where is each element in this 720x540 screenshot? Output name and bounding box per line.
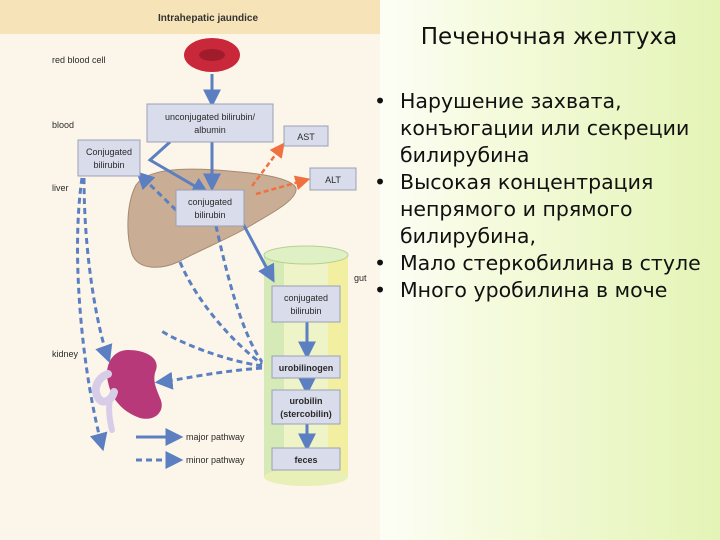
conjugated-bilirubin-gut-box: conjugated bilirubin (271, 285, 341, 323)
svg-text:unconjugated bilirubin/: unconjugated bilirubin/ (165, 112, 256, 122)
bullet-dot: • (374, 251, 387, 275)
svg-text:urobilin: urobilin (290, 396, 323, 406)
svg-text:conjugated: conjugated (284, 293, 328, 303)
label-blood: blood (52, 120, 74, 130)
bullet-item: • Много уробилина в моче (372, 277, 712, 304)
diagram-header-band (0, 0, 380, 34)
svg-text:bilirubin: bilirubin (194, 210, 225, 220)
enzyme-release-arrows (251, 142, 311, 196)
svg-text:bilirubin: bilirubin (290, 306, 321, 316)
legend-major-label: major pathway (186, 432, 245, 442)
urobilin-stercobilin-box: urobilin (stercobilin) (271, 389, 341, 425)
kidney-icon (91, 350, 162, 433)
label-liver: liver (52, 183, 69, 193)
bullet-dot: • (374, 278, 387, 302)
svg-text:urobilinogen: urobilinogen (279, 363, 334, 373)
bilirubin-diagram: Intrahepatic jaundice red blood cell blo… (0, 0, 380, 540)
alt-box: ALT (309, 167, 357, 191)
svg-text:ALT: ALT (325, 175, 341, 185)
diagram-title: Intrahepatic jaundice (158, 13, 258, 24)
urobilinogen-box: urobilinogen (271, 355, 341, 379)
bullet-item: • Мало стеркобилина в стуле (372, 250, 712, 277)
slide-title: Печеночная желтуха (420, 24, 678, 50)
legend: major pathway minor pathway (136, 428, 245, 469)
diagram-canvas: Intrahepatic jaundice red blood cell blo… (52, 13, 367, 486)
unconjugated-bilirubin-box: unconjugated bilirubin/ albumin (146, 103, 274, 143)
bullet-text: Много уробилина в моче (400, 278, 668, 302)
label-red-blood-cell: red blood cell (52, 55, 106, 65)
red-blood-cell-icon (184, 38, 240, 72)
conjugated-bilirubin-liver-box: conjugated bilirubin (175, 189, 245, 227)
svg-text:albumin: albumin (194, 125, 226, 135)
svg-text:feces: feces (294, 455, 317, 465)
bullet-dot: • (374, 170, 387, 194)
bullet-item: • Нарушение захвата, конъюгации или секре… (372, 88, 712, 169)
svg-text:conjugated: conjugated (188, 197, 232, 207)
ast-box: AST (283, 125, 329, 147)
minor-pathway-arrows (76, 171, 264, 452)
bullet-text: Мало стеркобилина в стуле (400, 251, 701, 275)
svg-text:Conjugated: Conjugated (86, 147, 132, 157)
svg-text:(stercobilin): (stercobilin) (280, 409, 332, 419)
label-gut: gut (354, 273, 367, 283)
bullet-dot: • (374, 89, 387, 113)
label-kidney: kidney (52, 349, 79, 359)
svg-text:bilirubin: bilirubin (93, 160, 124, 170)
legend-minor-label: minor pathway (186, 455, 245, 465)
svg-text:AST: AST (297, 132, 315, 142)
bullet-item: • Высокая концентрация непрямого и прямог… (372, 169, 712, 250)
conjugated-bilirubin-blood-box: Conjugated bilirubin (77, 139, 141, 177)
bullet-list: • Нарушение захвата, конъюгации или секре… (372, 88, 712, 304)
major-pathway-arrows (147, 74, 316, 452)
feces-box: feces (271, 447, 341, 471)
bullet-text: Нарушение захвата, конъюгации или секрец… (400, 89, 690, 167)
bullet-text: Высокая концентрация непрямого и прямого… (400, 170, 654, 248)
